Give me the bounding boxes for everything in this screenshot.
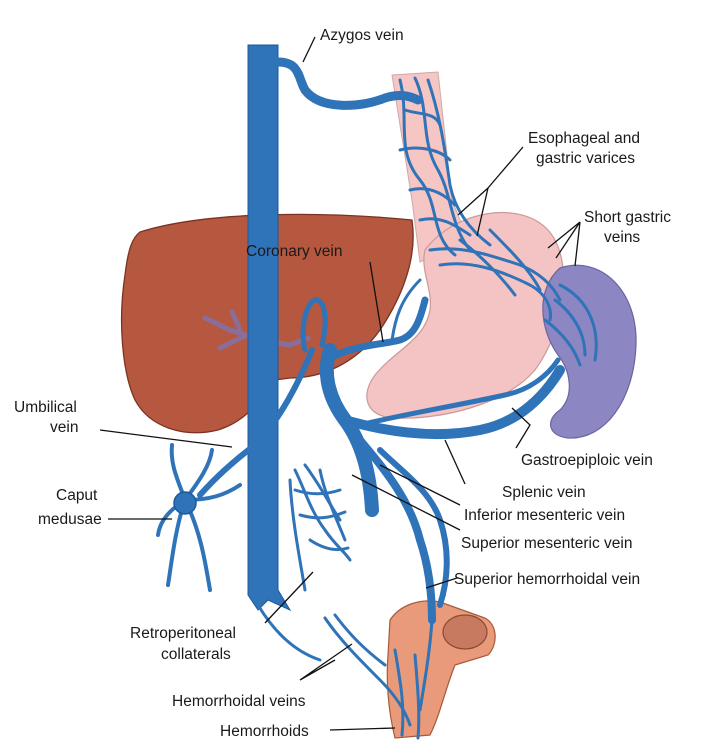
umbilical-vein-path (197, 347, 315, 498)
leader-lines (99, 36, 581, 731)
label-umbilical-line1: Umbilical (14, 399, 77, 416)
label-superior-hemorrhoidal-vein: Superior hemorrhoidal vein (454, 571, 640, 588)
label-splenic-vein: Splenic vein (502, 484, 586, 501)
retroperitoneal-collaterals-network (288, 463, 352, 592)
label-inferior-mesenteric-vein: Inferior mesenteric vein (464, 507, 625, 524)
label-gastroepiploic-vein: Gastroepiploic vein (521, 452, 653, 469)
label-hemorrhoidal-veins: Hemorrhoidal veins (172, 693, 306, 710)
label-esophageal-varices-line1: Esophageal and (528, 130, 640, 147)
gastroepiploic-vein-path (357, 357, 561, 428)
label-umbilical-line2: vein (50, 419, 78, 436)
label-short-gastric-line2: veins (604, 229, 640, 246)
label-hemorrhoids: Hemorrhoids (220, 723, 309, 740)
label-short-gastric-line1: Short gastric (584, 209, 671, 226)
esophageal-varices-network (390, 76, 562, 342)
label-coronary-vein: Coronary vein (246, 243, 343, 260)
label-retroperitoneal-line1: Retroperitoneal (130, 625, 236, 642)
splenic-vein-path (340, 365, 565, 440)
hemorrhoidal-veins-network (323, 613, 434, 740)
label-retroperitoneal-line2: collaterals (161, 646, 231, 663)
label-caput-line1: Caput (56, 487, 98, 504)
caput-medusae-node (173, 491, 197, 515)
coronary-vein-path (326, 296, 429, 362)
spleen (542, 264, 637, 439)
label-caput-line2: medusae (38, 511, 102, 528)
inferior-vena-cava (247, 44, 292, 612)
label-esophageal-varices-line2: gastric varices (536, 150, 635, 167)
rectum-lumen (442, 614, 488, 650)
short-gastric-veins-path (543, 283, 598, 367)
label-superior-mesenteric-vein: Superior mesenteric vein (461, 535, 632, 552)
label-azygos-vein: Azygos vein (320, 27, 404, 44)
umbilical-vein-loop (300, 297, 328, 353)
retro-to-hemorrhoidal (256, 603, 322, 662)
